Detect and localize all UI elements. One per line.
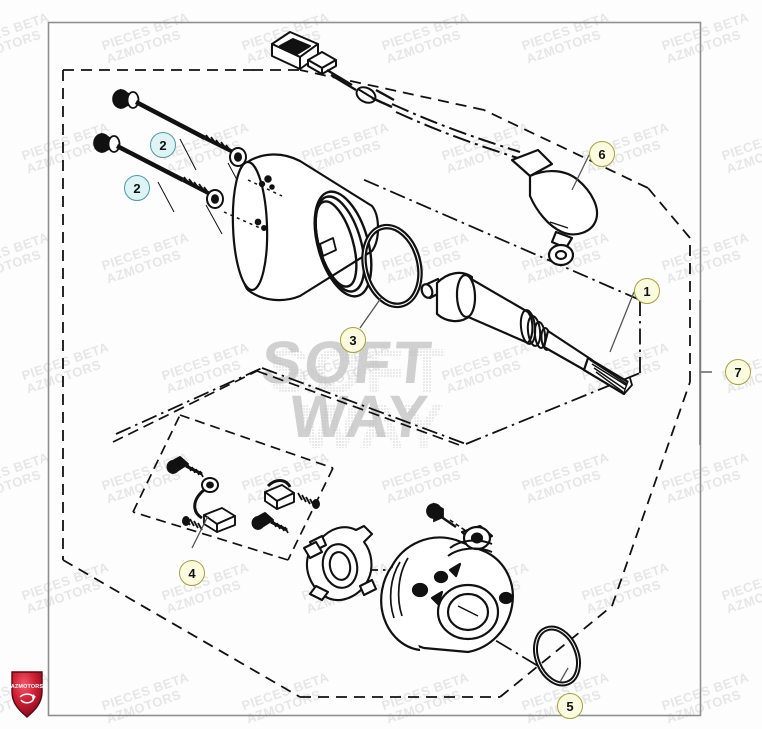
- end-cap-screw: [426, 502, 467, 532]
- kit-7-boundary: [62, 69, 691, 698]
- callout-5[interactable]: 5: [557, 693, 583, 719]
- callout-2b[interactable]: 2: [124, 175, 150, 201]
- callout-1-label: 1: [643, 283, 651, 299]
- callout-4[interactable]: 4: [179, 560, 205, 586]
- motor-subassembly-boundary: [115, 177, 641, 445]
- cable-routing-line: [391, 103, 525, 161]
- svg-text:AZMOTORS: AZMOTORS: [11, 684, 44, 690]
- callout-4-label: 4: [188, 565, 196, 581]
- softway-halftone: [268, 337, 450, 462]
- part-6-cable-assembly: [271, 31, 395, 109]
- callout-7-label: 7: [734, 364, 742, 380]
- callout-1[interactable]: 1: [634, 278, 660, 304]
- azmotors-shield-logo: AZMOTORS: [11, 671, 44, 718]
- callout-4-leader: [191, 515, 209, 549]
- callout-6-label: 6: [598, 146, 606, 162]
- part-4-brush-set: [166, 456, 320, 534]
- callout-7[interactable]: 7: [725, 359, 751, 385]
- part-2-through-bolt-upper: [112, 88, 247, 167]
- part-3-o-ring: [361, 223, 423, 309]
- callout-2a-label: 2: [159, 137, 167, 153]
- callout-5-leader: [559, 667, 569, 683]
- part-6-terminal-boot: [510, 148, 599, 267]
- callout-5-label: 5: [566, 698, 574, 714]
- part-5-o-ring: [533, 625, 581, 687]
- callout-3[interactable]: 3: [340, 327, 366, 353]
- brush-kit-boundary: [112, 370, 463, 561]
- motor-housing: [223, 153, 380, 302]
- end-cap-housing: [380, 524, 514, 654]
- brush-holder-plate: [302, 524, 378, 602]
- callout-6-leader: [571, 154, 590, 191]
- callout-1-leader: [609, 291, 635, 353]
- callout-3-label: 3: [349, 332, 357, 348]
- callout-7-leader: [699, 300, 712, 445]
- callout-2b-label: 2: [133, 180, 141, 196]
- part-2-through-bolt-lower: [93, 132, 224, 209]
- callout-3-leader: [359, 297, 382, 329]
- part-1-armature: [420, 271, 633, 396]
- callout-2a[interactable]: 2: [150, 132, 176, 158]
- callout-6[interactable]: 6: [589, 141, 615, 167]
